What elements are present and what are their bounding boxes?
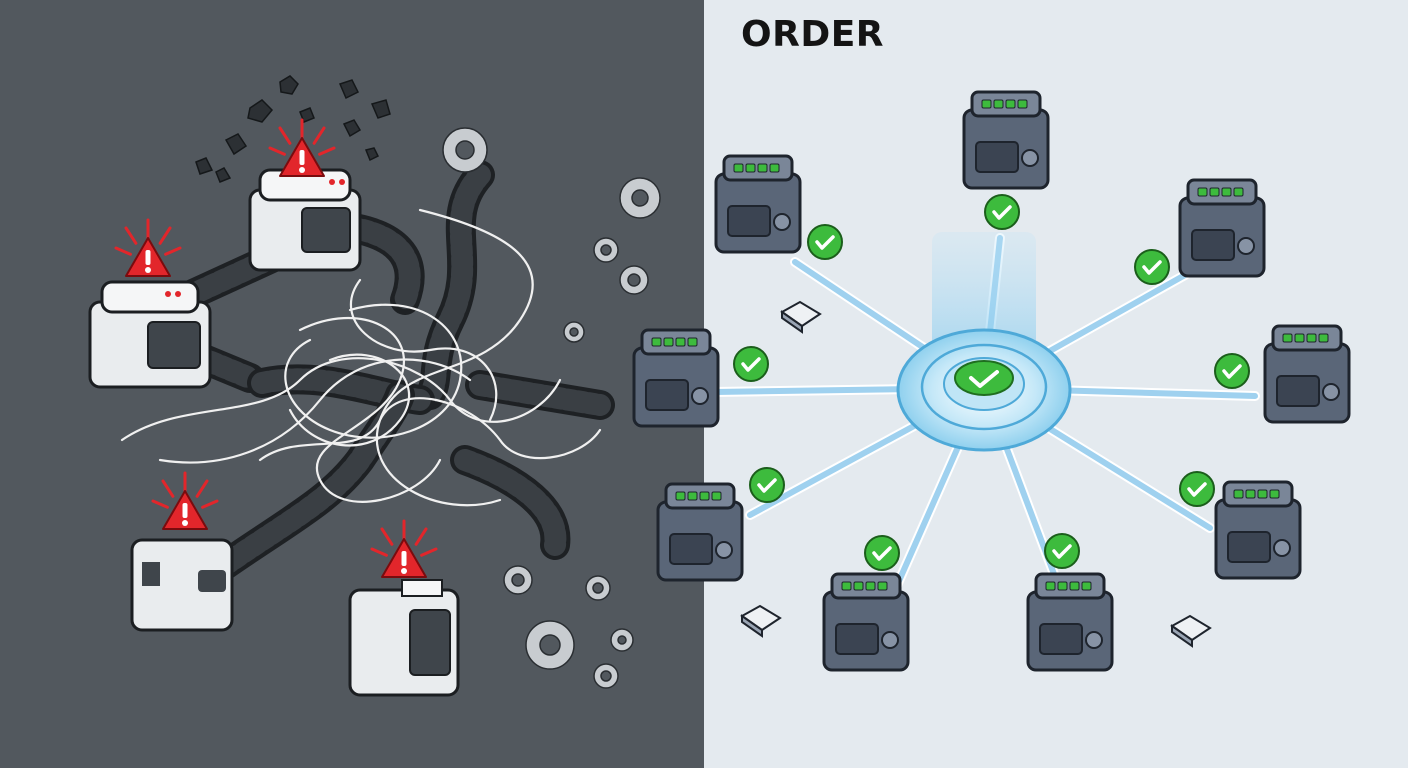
checkmark-icon (1214, 353, 1250, 389)
order-machine (1178, 178, 1266, 278)
debris-cloud (195, 75, 391, 183)
gear-icon (563, 321, 585, 343)
loose-part (740, 604, 782, 638)
order-machine (962, 90, 1050, 190)
loose-part (780, 300, 822, 334)
order-machine (1026, 572, 1114, 672)
gear-icon (619, 177, 661, 219)
order-machine (1263, 324, 1351, 424)
tangled-wires (120, 208, 602, 507)
gear-icon (503, 565, 533, 595)
warning-triangle-icon (114, 218, 182, 277)
order-machine (1214, 480, 1302, 580)
scattered-gears (442, 127, 661, 689)
central-hub (896, 232, 1072, 452)
checkmark-icon (984, 194, 1020, 230)
order-machine (822, 572, 910, 672)
order-machine (632, 328, 720, 428)
warning-triangle-icon (268, 118, 336, 177)
gear-icon (610, 628, 634, 652)
gear-icon (593, 237, 619, 263)
connected-machines (632, 90, 1351, 672)
chaos-machine (88, 280, 212, 389)
warning-triangle-icon (370, 519, 438, 578)
checkmark-icon (733, 346, 769, 382)
checkmark-icon (1179, 471, 1215, 507)
order-machine (714, 154, 802, 254)
order-machine (656, 482, 744, 582)
gear-icon (593, 663, 619, 689)
checkmark-icon (1134, 249, 1170, 285)
checkmark-icon (749, 467, 785, 503)
chaos-machine (248, 168, 362, 272)
warning-triangle-icon (151, 471, 219, 530)
section-heading: ORDER (741, 14, 885, 55)
loose-part (1170, 614, 1212, 648)
checkmark-icon (864, 535, 900, 571)
chaos-machine (130, 538, 234, 632)
gear-icon (442, 127, 488, 173)
gear-icon (525, 620, 575, 670)
chaos-machine (348, 579, 460, 697)
gear-icon (619, 265, 649, 295)
checkmark-icon (807, 224, 843, 260)
checkmark-icon (1044, 533, 1080, 569)
gear-icon (585, 575, 611, 601)
broken-conveyors (155, 160, 615, 580)
checkmark-icon (954, 360, 1014, 396)
